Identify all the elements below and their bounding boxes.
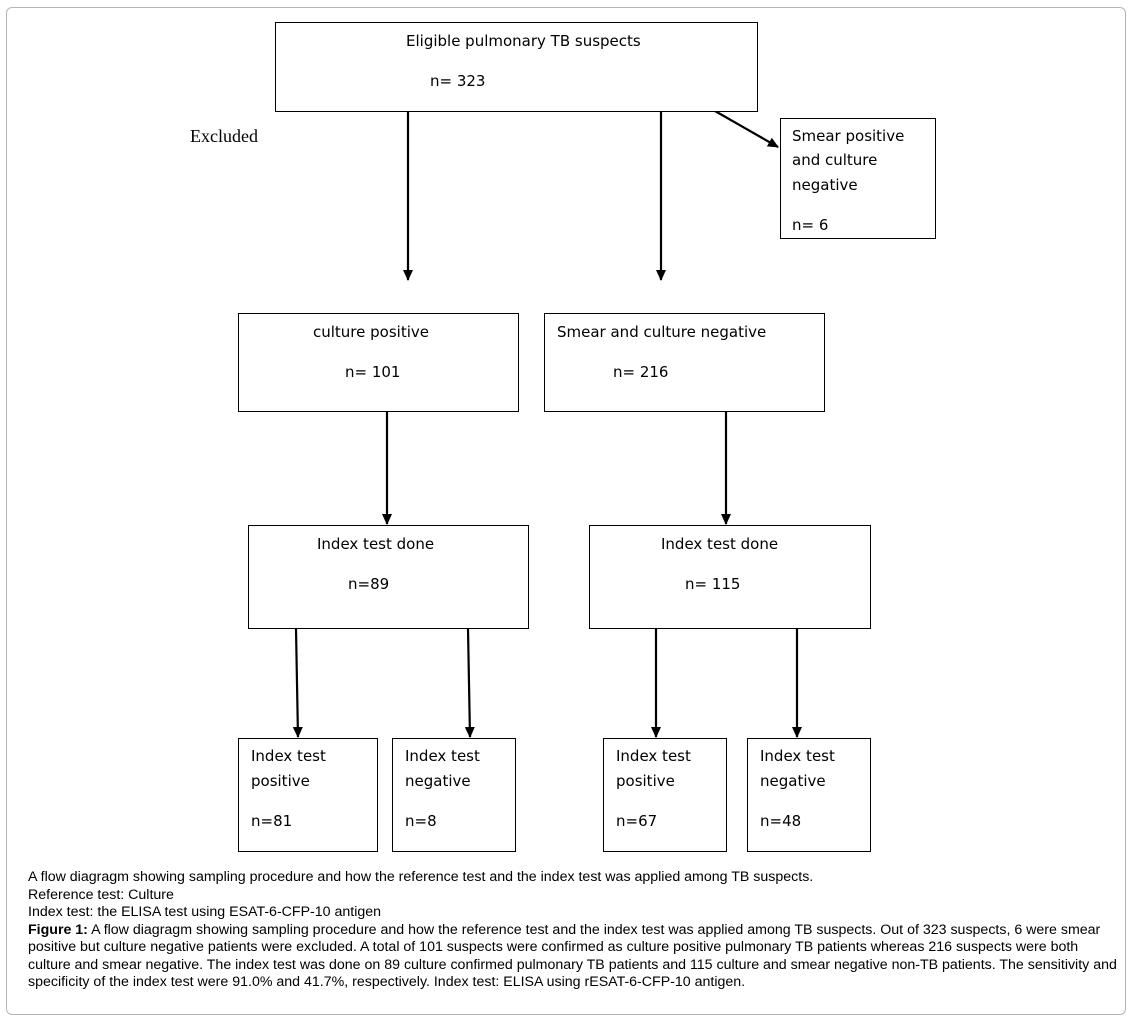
box-line: negative bbox=[760, 772, 826, 790]
figure-caption: A flow diagragm showing sampling procedu… bbox=[28, 869, 1120, 992]
figure-frame bbox=[6, 7, 1126, 1015]
box-title: Eligible pulmonary TB suspects bbox=[406, 32, 641, 50]
box-line: and culture bbox=[792, 151, 878, 169]
caption-paragraph: Figure 1: A flow diagragm showing sampli… bbox=[28, 922, 1120, 992]
box-leaf-positive-right: Index test positive n=67 bbox=[603, 738, 727, 852]
box-line: negative bbox=[792, 176, 858, 194]
box-leaf-positive-left: Index test positive n=81 bbox=[238, 738, 378, 852]
box-leaf-negative-right: Index test negative n=48 bbox=[747, 738, 871, 852]
box-leaf-negative-left: Index test negative n=8 bbox=[392, 738, 516, 852]
box-count: n=89 bbox=[348, 575, 390, 593]
box-smear-culture-negative: Smear and culture negative n= 216 bbox=[544, 313, 825, 412]
caption-line: Reference test: Culture bbox=[28, 886, 174, 903]
box-count: n= 216 bbox=[613, 363, 669, 381]
arrow-to-leaf-2 bbox=[464, 628, 475, 738]
arrow-to-leaf-1 bbox=[292, 628, 303, 738]
box-count: n=67 bbox=[616, 812, 658, 830]
box-count: n=48 bbox=[760, 812, 802, 830]
box-count: n= 6 bbox=[792, 216, 829, 234]
figure-label: Figure 1: bbox=[28, 921, 88, 938]
box-title: Index test done bbox=[661, 535, 779, 553]
box-count: n=81 bbox=[251, 812, 293, 830]
box-line: Index test bbox=[405, 747, 480, 765]
box-title: Smear and culture negative bbox=[557, 323, 767, 341]
box-line: positive bbox=[616, 772, 675, 790]
box-line: positive bbox=[251, 772, 310, 790]
arrow-to-excluded bbox=[714, 110, 779, 148]
box-line: Smear positive bbox=[792, 127, 905, 145]
flow-diagram: Eligible pulmonary TB suspects n= 323 Ex… bbox=[190, 22, 936, 852]
box-count: n= 115 bbox=[685, 575, 741, 593]
caption-line: Index test: the ELISA test using ESAT-6-… bbox=[28, 904, 382, 920]
box-title: Index test done bbox=[317, 535, 435, 553]
box-index-done-right: Index test done n= 115 bbox=[589, 525, 871, 629]
box-culture-positive: culture positive n= 101 bbox=[238, 313, 519, 412]
caption-line: A flow diagragm showing sampling procedu… bbox=[28, 869, 814, 885]
box-title: culture positive bbox=[313, 323, 429, 341]
box-line: Index test bbox=[251, 747, 326, 765]
arrows-layer bbox=[292, 110, 802, 738]
box-count: n= 323 bbox=[430, 72, 486, 90]
figure-text: A flow diagragm showing sampling procedu… bbox=[28, 921, 1117, 991]
box-line: negative bbox=[405, 772, 471, 790]
box-line: Index test bbox=[760, 747, 835, 765]
box-index-done-left: Index test done n=89 bbox=[248, 525, 529, 629]
excluded-label: Excluded bbox=[190, 126, 258, 146]
box-count: n=8 bbox=[405, 812, 437, 830]
box-line: Index test bbox=[616, 747, 691, 765]
box-eligible-suspects: Eligible pulmonary TB suspects n= 323 bbox=[275, 22, 758, 112]
box-excluded: Smear positive and culture negative n= 6 bbox=[780, 118, 936, 239]
box-count: n= 101 bbox=[345, 363, 401, 381]
